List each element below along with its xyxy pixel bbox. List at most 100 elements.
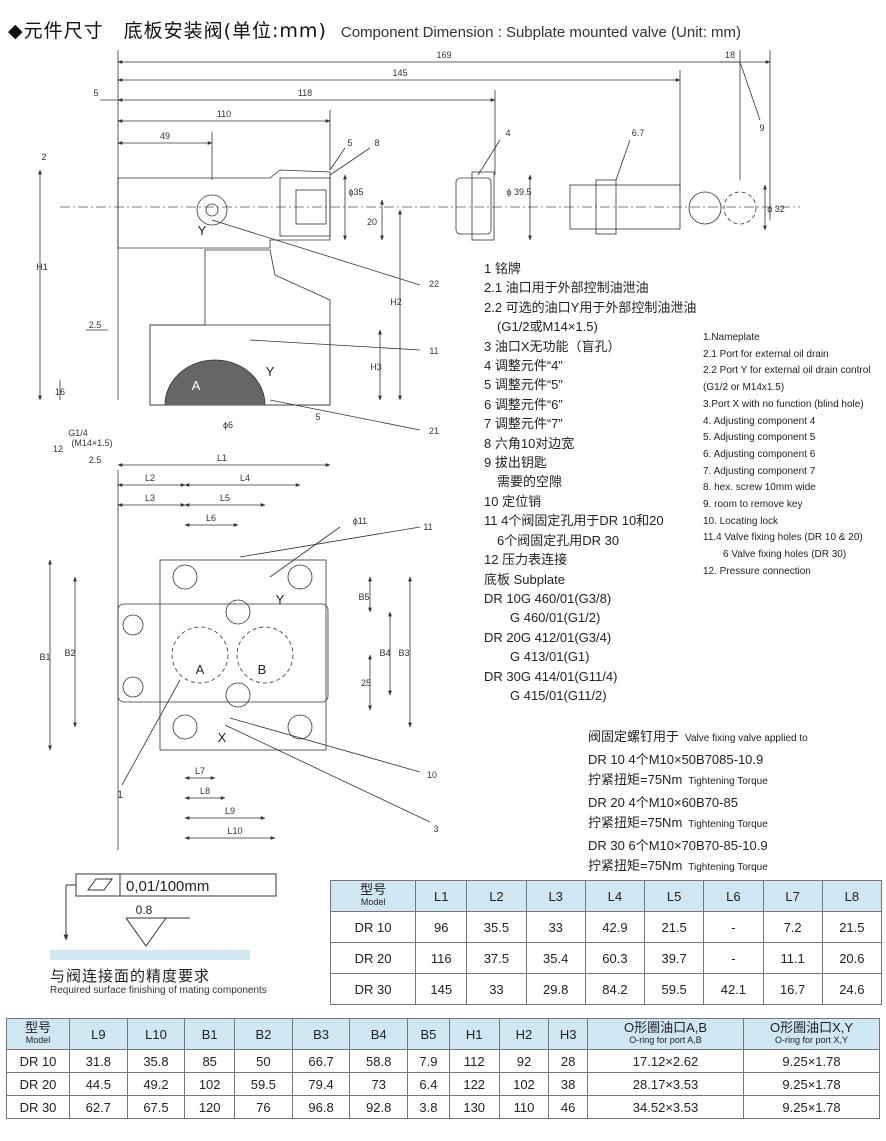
table-cell: 6.4 xyxy=(407,1072,450,1096)
table-cell: 31.8 xyxy=(69,1049,128,1073)
callout-22: 22 xyxy=(429,279,439,289)
valve-body-top xyxy=(117,603,329,703)
dim-2-5-top: 2.5 xyxy=(89,455,102,465)
column-header: B2 xyxy=(234,1018,293,1050)
legend-cn-item: 3 油口X无功能（盲孔） xyxy=(484,338,621,354)
port-b-label: B xyxy=(258,662,267,677)
table-cell: 44.5 xyxy=(69,1072,128,1096)
dim-h1: H1 xyxy=(36,262,48,272)
legend-en-item: 2.2 Port Y for external oil drain contro… xyxy=(703,365,871,377)
legend-cn-item: DR 30G 414/01(G11/4) xyxy=(484,668,618,684)
table-cell: 29.8 xyxy=(525,973,586,1005)
table-cell: 9.25×1.78 xyxy=(743,1072,880,1096)
table-cell: 102 xyxy=(184,1072,236,1096)
legend-cn-item: 需要的空隙 xyxy=(484,474,563,490)
table-cell: 16.7 xyxy=(762,973,823,1005)
dim-phi39: ϕ 39.5 xyxy=(506,187,531,197)
subplate-top xyxy=(159,559,327,751)
callout-9: 9 xyxy=(759,123,764,133)
legend-cn-item: 12 压力表连接 xyxy=(484,552,568,568)
legend-cn-item: 6 调整元件“6” xyxy=(484,396,563,412)
key-circle xyxy=(688,191,722,225)
column-header: B3 xyxy=(291,1018,351,1050)
legend-cn-item: 2.2 可选的油口Y用于外部控制油泄油 xyxy=(484,299,697,315)
legend-en-item: 6. Adjusting component 6 xyxy=(703,448,816,460)
callout-5: 5 xyxy=(347,138,352,148)
legend-cn-item: DR 10G 460/01(G3/8) xyxy=(484,590,612,606)
dim-b4: B4 xyxy=(379,648,390,658)
table-cell: 59.5 xyxy=(644,973,705,1005)
table-cell: 7.2 xyxy=(762,911,823,943)
callout-11: 11 xyxy=(429,346,438,356)
dim-phi35: ϕ35 xyxy=(348,187,363,197)
table-cell: 145 xyxy=(415,973,468,1005)
label-m14: (M14×1.5) xyxy=(71,438,112,448)
roughness-value: 0.8 xyxy=(136,903,153,917)
table-cell: 28 xyxy=(548,1049,588,1073)
dim-l5: L5 xyxy=(220,493,230,503)
column-header: L3 xyxy=(525,880,586,912)
dim-b3: B3 xyxy=(398,648,409,658)
column-header: L5 xyxy=(644,880,705,912)
dim-l1: L1 xyxy=(217,453,227,463)
flatness-icon xyxy=(87,878,113,891)
callout-11b: 11 xyxy=(423,522,432,532)
table-cell: 35.8 xyxy=(126,1049,186,1073)
dim-b1: B1 xyxy=(39,652,50,662)
column-header: H2 xyxy=(498,1018,550,1050)
legend-en-item: 2.1 Port for external oil drain xyxy=(703,348,829,360)
callout-1: 1 xyxy=(117,789,123,801)
legend-cn-item: 10 定位销 xyxy=(484,493,542,509)
column-header: B5 xyxy=(407,1018,450,1050)
dim-49: 49 xyxy=(160,131,170,141)
dim-5b: 5 xyxy=(315,412,320,422)
column-header: L7 xyxy=(762,880,823,912)
table-cell: 35.5 xyxy=(466,911,527,943)
legend-cn-item: 9 拔出钥匙 xyxy=(484,455,547,471)
dim-25: 25 xyxy=(361,678,371,688)
legend-en-item: 8. hex. screw 10mm wide xyxy=(703,482,816,494)
table-cell: 17.12×2.62 xyxy=(587,1049,744,1073)
column-header: H3 xyxy=(548,1018,588,1050)
column-header: L10 xyxy=(126,1018,186,1050)
table-cell: DR 20 xyxy=(6,1072,70,1096)
adjusting-component-4 xyxy=(455,177,492,235)
port-y-top xyxy=(196,194,228,226)
table-cell: 28.17×3.53 xyxy=(587,1072,744,1096)
legend-cn-item: 8 六角10对边宽 xyxy=(484,435,575,451)
table-cell: 37.5 xyxy=(466,942,527,974)
table-cell: 49.2 xyxy=(126,1072,186,1096)
dim-phi32: ϕ 32 xyxy=(767,204,785,214)
port-b-top xyxy=(236,626,294,684)
table-cell: DR 30 xyxy=(329,973,417,1005)
dim-2: 2 xyxy=(41,152,46,162)
dim-20: 20 xyxy=(367,217,377,227)
flatness-value: 0,01/100mm xyxy=(126,878,209,895)
table-cell: 39.7 xyxy=(644,942,705,974)
dim-b5: B5 xyxy=(358,592,369,602)
table-cell: 79.4 xyxy=(291,1072,351,1096)
legend-en-item: (G1/2 or M14x1.5) xyxy=(703,382,785,394)
dim-l10: L10 xyxy=(227,826,242,836)
table-cell: 33 xyxy=(466,973,527,1005)
port-a-side xyxy=(164,359,266,406)
legend-cn-item: 7 调整元件“7” xyxy=(484,416,563,432)
legend-en-item: 6 Valve fixing holes (DR 30) xyxy=(703,549,847,561)
table-cell: 84.2 xyxy=(584,973,646,1005)
table-cell: 3.8 xyxy=(407,1095,450,1119)
legend-english: 1.Nameplate 2.1 Port for external oil dra… xyxy=(703,330,871,581)
table-cell: 92.8 xyxy=(349,1095,409,1119)
surface-title-cn: 与阀连接面的精度要求 xyxy=(50,968,211,985)
port-y-top-label: Y xyxy=(276,592,285,607)
legend-cn-item: 6个阀固定孔用DR 30 xyxy=(484,532,620,548)
legend-en-item: 1.Nameplate xyxy=(703,332,760,343)
dim-phi6: ϕ6 xyxy=(223,420,233,430)
table-cell: 33 xyxy=(525,911,586,943)
table-cell: 73 xyxy=(349,1072,409,1096)
